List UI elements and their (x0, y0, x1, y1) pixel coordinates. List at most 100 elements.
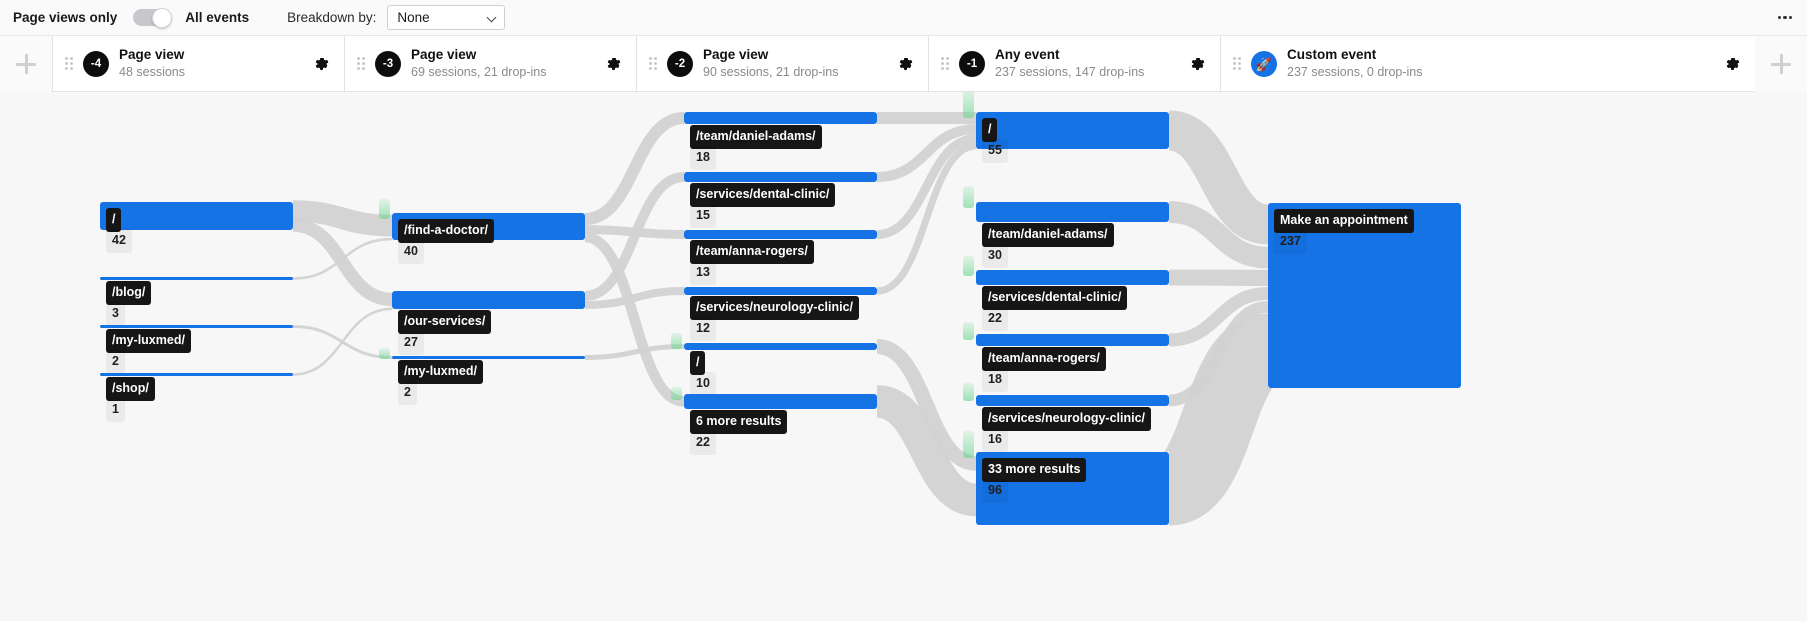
sankey-node[interactable]: /team/daniel-adams/30 (963, 185, 1169, 268)
plus-icon (16, 54, 36, 74)
sankey-node-bar[interactable] (976, 334, 1169, 346)
sankey-node-label: / (982, 118, 998, 142)
sankey-node-label: /shop/ (106, 377, 155, 401)
step-title: Custom event (1287, 47, 1377, 63)
top-toolbar: Page views only All events Breakdown by:… (0, 0, 1807, 36)
gear-icon[interactable] (1724, 56, 1741, 73)
sankey-link[interactable] (1168, 287, 1269, 347)
sankey-node-label: /services/dental-clinic/ (690, 183, 836, 207)
more-options-icon[interactable] (1772, 7, 1798, 29)
drag-handle-icon[interactable] (357, 57, 366, 71)
sankey-node[interactable]: /services/dental-clinic/22 (963, 256, 1169, 331)
sankey-node[interactable]: /find-a-doctor/40 (379, 199, 585, 264)
drag-handle-icon[interactable] (649, 57, 658, 71)
breakdown-by-label: Breakdown by: (287, 10, 377, 25)
drag-handle-icon[interactable] (65, 57, 74, 71)
sankey-node[interactable]: /my-luxmed/2 (100, 325, 293, 374)
sankey-link[interactable] (874, 385, 979, 517)
sankey-node-bar[interactable] (100, 373, 293, 376)
sankey-link[interactable] (1159, 313, 1278, 526)
sankey-node-value: 16 (982, 428, 1008, 452)
sankey-node-bar[interactable] (100, 202, 293, 230)
sankey-node[interactable]: /our-services/27 (392, 291, 585, 355)
sankey-link[interactable] (292, 200, 393, 237)
toggle-knob (152, 7, 173, 28)
sankey-node-bar[interactable] (100, 277, 293, 280)
sankey-node-bar[interactable] (392, 291, 585, 309)
sankey-node[interactable]: /my-luxmed/2 (379, 348, 585, 405)
sankey-link[interactable] (584, 344, 685, 360)
sankey-node-bar[interactable] (100, 325, 293, 328)
sankey-link[interactable] (1166, 110, 1271, 245)
drag-handle-icon[interactable] (1233, 57, 1242, 71)
sankey-node-value: 40 (398, 240, 424, 264)
sankey-link[interactable] (292, 218, 393, 307)
sankey-node-bar[interactable] (1268, 203, 1461, 388)
sankey-link[interactable] (876, 124, 977, 183)
sankey-node-bar[interactable] (976, 112, 1169, 149)
sankey-node-bar[interactable] (684, 287, 877, 295)
sankey-link[interactable] (875, 339, 978, 471)
sankey-link[interactable] (584, 231, 685, 407)
sankey-node[interactable]: /team/daniel-adams/18 (684, 112, 877, 170)
step-subtitle: 237 sessions, 0 drop-ins (1287, 65, 1423, 80)
sankey-node[interactable]: /team/anna-rogers/18 (963, 322, 1169, 392)
sankey-link[interactable] (584, 111, 685, 226)
sankey-link[interactable] (876, 134, 977, 239)
sankey-node-label: /my-luxmed/ (398, 360, 483, 384)
gear-icon[interactable] (1189, 56, 1206, 73)
sankey-node-bar[interactable] (684, 172, 877, 182)
sankey-node-label: /services/neurology-clinic/ (982, 407, 1152, 431)
sankey-node[interactable]: /55 (963, 92, 1169, 163)
sankey-node-bar[interactable] (684, 343, 877, 350)
sankey-links (292, 110, 1278, 526)
sankey-node-label: /find-a-doctor/ (398, 219, 495, 243)
sankey-link[interactable] (292, 237, 393, 280)
all-events-label: All events (185, 10, 250, 25)
add-step-left-button[interactable] (0, 36, 52, 92)
sankey-node[interactable]: /services/neurology-clinic/12 (684, 287, 877, 341)
step-column-header-4[interactable]: 🚀 Custom event 237 sessions, 0 drop-ins (1220, 36, 1755, 92)
sankey-link[interactable] (584, 172, 685, 301)
sankey-node[interactable]: /10 (671, 332, 877, 396)
drop-in-indicator (671, 387, 682, 400)
sankey-node-bar[interactable] (684, 230, 877, 239)
sankey-node-value: 27 (398, 331, 424, 355)
sankey-link[interactable] (876, 142, 977, 295)
sankey-node[interactable]: /shop/1 (100, 373, 293, 422)
sankey-node-bar[interactable] (976, 270, 1169, 285)
sankey-link[interactable] (1168, 201, 1269, 269)
gear-icon[interactable] (313, 56, 330, 73)
sankey-node-bar[interactable] (684, 112, 877, 124)
gear-icon[interactable] (897, 56, 914, 73)
sankey-link[interactable] (584, 287, 685, 309)
sankey-node[interactable]: /services/dental-clinic/15 (684, 172, 877, 228)
breakdown-select[interactable]: None (387, 5, 506, 30)
gear-icon[interactable] (605, 56, 622, 73)
sankey-node-label: /my-luxmed/ (106, 329, 191, 353)
drop-in-indicator (963, 256, 974, 276)
drop-in-indicator (963, 383, 974, 401)
page-views-toggle[interactable] (133, 7, 173, 28)
sankey-node[interactable]: /42 (100, 202, 293, 253)
sankey-node[interactable]: /team/anna-rogers/13 (684, 230, 877, 285)
drag-handle-icon[interactable] (941, 57, 950, 71)
sankey-node-bar[interactable] (392, 356, 585, 359)
sankey-link[interactable] (292, 307, 393, 376)
sankey-node[interactable]: /blog/3 (100, 277, 293, 326)
rocket-icon: 🚀 (1255, 56, 1273, 72)
drop-in-indicator (963, 431, 974, 458)
sankey-node-bar[interactable] (684, 394, 877, 409)
sankey-node-bar[interactable] (976, 395, 1169, 406)
sankey-canvas: /42/blog/3/my-luxmed/2/shop/1/find-a-doc… (0, 92, 1807, 621)
sankey-node-bar[interactable] (976, 202, 1169, 222)
add-step-right-button[interactable] (1755, 36, 1807, 92)
sankey-node[interactable]: /services/neurology-clinic/16 (963, 383, 1169, 452)
